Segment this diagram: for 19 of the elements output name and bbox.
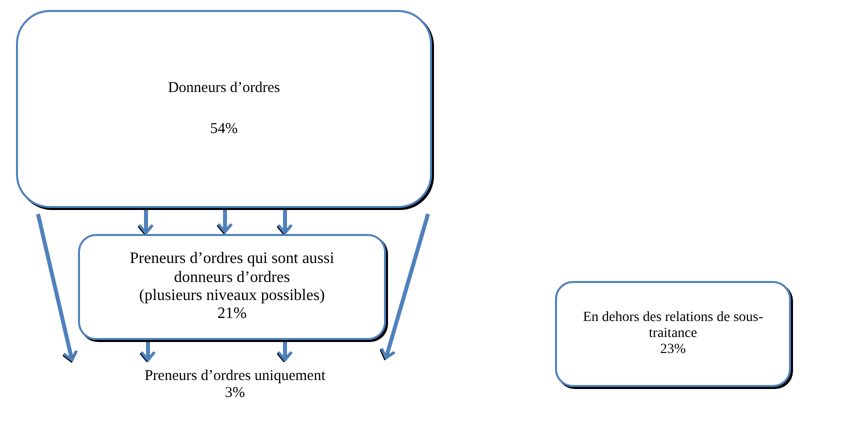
node-text: 23% bbox=[660, 342, 686, 358]
rounded-box bbox=[16, 10, 432, 208]
arrow bbox=[216, 208, 233, 234]
arrow bbox=[36, 214, 78, 362]
node-text: En dehors des relations de sous-traitance bbox=[582, 310, 764, 342]
node-text: Preneurs d’ordres qui sont aussi donneurs d’ordres bbox=[128, 250, 336, 287]
node-text: 3% bbox=[225, 385, 245, 402]
rounded-box bbox=[78, 234, 386, 340]
node-text: 21% bbox=[217, 305, 247, 324]
node-text: 54% bbox=[210, 121, 238, 138]
arrow bbox=[276, 342, 293, 362]
node-text: (plusieurs niveaux possibles) bbox=[139, 287, 325, 306]
arrow bbox=[137, 208, 154, 236]
node-text: Preneurs d’ordres uniquement bbox=[144, 368, 326, 385]
arrow bbox=[276, 208, 293, 236]
arrow bbox=[139, 342, 156, 362]
arrow bbox=[380, 213, 430, 360]
rounded-box bbox=[555, 281, 791, 387]
node-text: Donneurs d’ordres bbox=[168, 80, 280, 97]
